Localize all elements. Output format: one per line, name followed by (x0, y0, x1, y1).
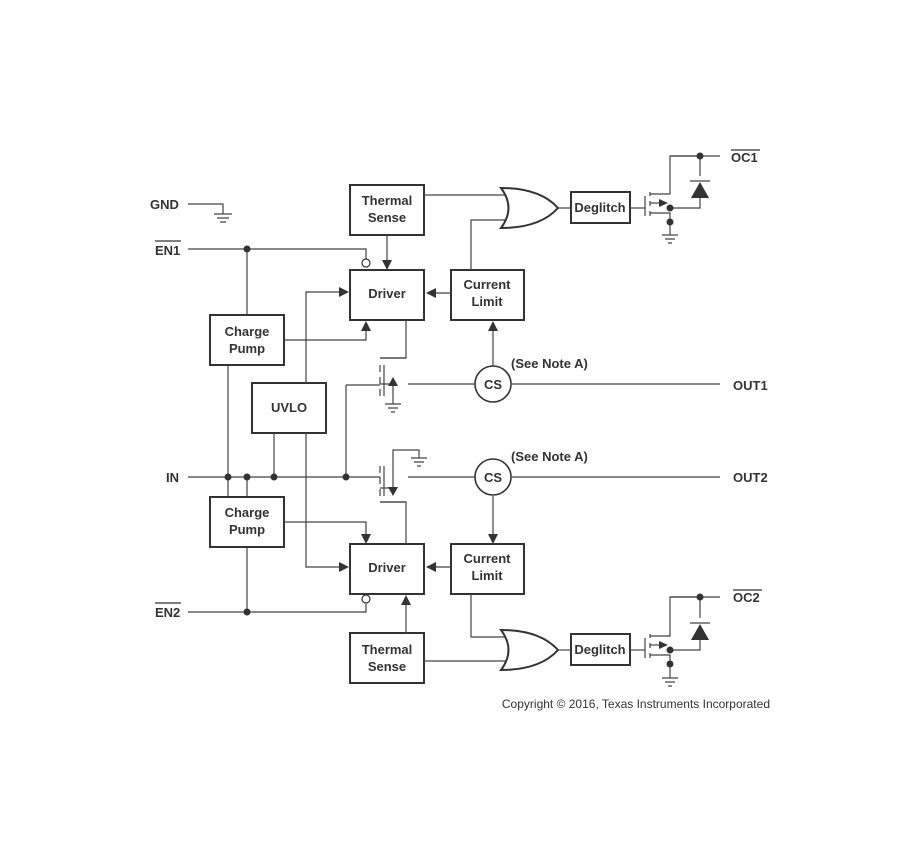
pin-in: IN (166, 470, 179, 485)
pin-gnd: GND (150, 197, 179, 212)
pass-fet-2 (379, 449, 427, 503)
charge-pump-1: Charge Pump (209, 314, 285, 366)
driver-2-label: Driver (368, 560, 406, 575)
deglitch-1: Deglitch (570, 191, 631, 224)
current-limit-2-line2: Limit (471, 568, 503, 583)
inverter-bubble (361, 594, 371, 604)
junction-dot (243, 608, 251, 616)
current-limit-2: Current Limit (450, 543, 525, 595)
current-limit-2-line1: Current (464, 551, 512, 566)
pin-oc1: OC1 (731, 150, 758, 165)
in-net (188, 366, 380, 497)
inverter-bubble (361, 258, 371, 268)
thermal-sense-2-line2: Sense (368, 659, 406, 674)
open-drain-output-1 (630, 152, 720, 244)
cs-sensor-1: CS (474, 365, 512, 403)
gnd-ground-symbol (188, 203, 232, 223)
thermal-sense-1-line1: Thermal (362, 193, 413, 208)
deglitch-1-label: Deglitch (574, 200, 625, 215)
or-gate-2 (499, 628, 571, 672)
driver-1: Driver (349, 269, 425, 321)
pin-en2: EN2 (155, 605, 180, 620)
uvlo-block: UVLO (251, 382, 327, 434)
deglitch-2-label: Deglitch (574, 642, 625, 657)
charge-pump-1-line1: Charge (225, 324, 270, 339)
junction-dot (243, 245, 251, 253)
charge-pump-2-line1: Charge (225, 505, 270, 520)
en2-net (188, 548, 371, 616)
pin-out1: OUT1 (733, 378, 768, 393)
open-drain-output-2 (630, 593, 720, 687)
pass-fet-1 (379, 357, 406, 413)
thermal-sense-2-line1: Thermal (362, 642, 413, 657)
note-a-1: (See Note A) (511, 356, 588, 371)
pin-en1: EN1 (155, 243, 180, 258)
pin-oc2: OC2 (733, 590, 760, 605)
current-limit-1-line2: Limit (471, 294, 503, 309)
uvlo-label: UVLO (271, 400, 307, 415)
copyright-notice: Copyright © 2016, Texas Instruments Inco… (502, 697, 770, 711)
cs-sensor-2-label: CS (484, 470, 502, 485)
charge-pump-2: Charge Pump (209, 496, 285, 548)
driver-2: Driver (349, 543, 425, 595)
deglitch-2: Deglitch (570, 633, 631, 666)
thermal-sense-2: Thermal Sense (349, 632, 425, 684)
note-a-2: (See Note A) (511, 449, 588, 464)
uvlo-wiring (305, 287, 349, 572)
en1-net (188, 245, 371, 315)
current-limit-1: Current Limit (450, 269, 525, 321)
current-limit-1-line1: Current (464, 277, 512, 292)
charge-pump-1-line2: Pump (229, 341, 265, 356)
thermal-sense-1-line2: Sense (368, 210, 406, 225)
charge-pump-2-line2: Pump (229, 522, 265, 537)
cs-sensor-1-label: CS (484, 377, 502, 392)
cs-sensor-2: CS (474, 458, 512, 496)
pin-out2: OUT2 (733, 470, 768, 485)
driver-1-label: Driver (368, 286, 406, 301)
or-gate-1 (499, 186, 571, 230)
thermal-sense-1: Thermal Sense (349, 184, 425, 236)
